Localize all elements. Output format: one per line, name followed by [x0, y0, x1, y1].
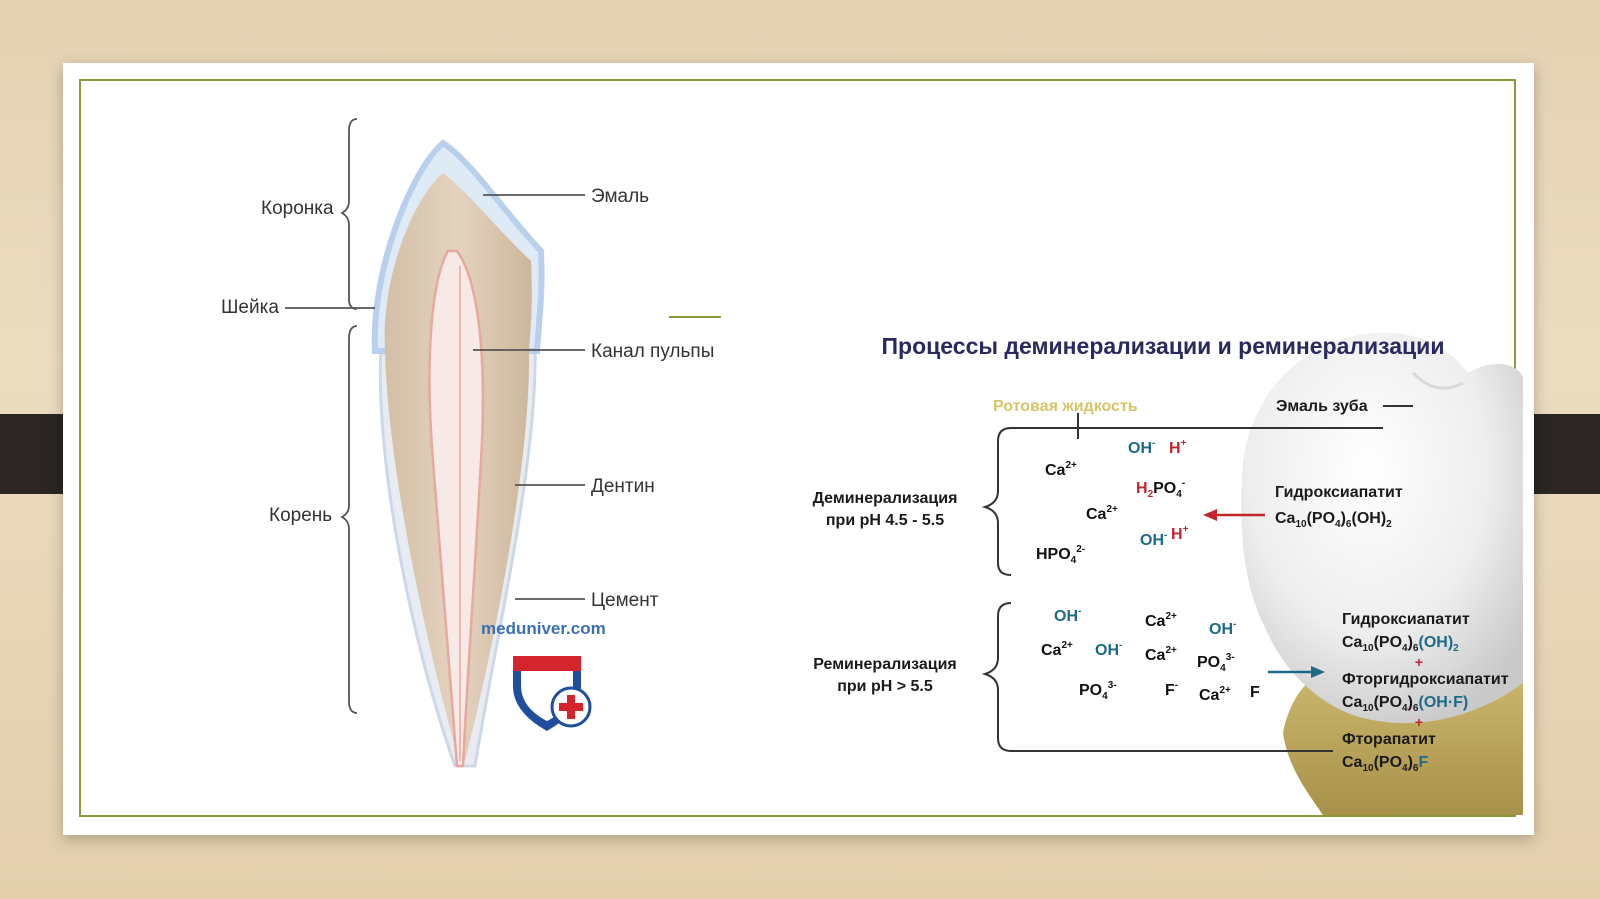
ion-proton: H+	[1171, 524, 1189, 543]
remin-arrow-icon	[1268, 666, 1325, 678]
ion-hydroxide: OH-	[1209, 619, 1236, 638]
root-brace	[340, 325, 358, 714]
plus-sign: +	[1415, 654, 1423, 670]
remin-product: Гидроксиапатит Ca10(PO4)6(OH)2	[1342, 611, 1470, 654]
mineralization-diagram: Процессы деминерализации и реминерализац…	[723, 263, 1523, 815]
label-dentin: Дентин	[591, 476, 655, 497]
mineralization-svg: Процессы деминерализации и реминерализац…	[813, 332, 1523, 815]
ion-proton: H+	[1169, 438, 1187, 457]
remin-product-name: Фторапатит	[1342, 731, 1436, 748]
frame-connector	[669, 316, 721, 318]
label-cement: Цемент	[591, 590, 659, 611]
slide: Коронка Шейка Корень Эмаль Канал пульпы …	[63, 63, 1534, 835]
demin-bracket	[981, 427, 1012, 576]
remin-product-name: Гидроксиапатит	[1342, 611, 1470, 628]
demin-product-name: Гидроксиапатит	[1275, 484, 1403, 501]
demin-label-line2: при pH 4.5 - 5.5	[826, 512, 944, 529]
ion-hydroxide: OH-	[1128, 438, 1155, 457]
shield-logo-icon	[513, 656, 592, 731]
ion-phosphate: PO43-	[1197, 652, 1235, 674]
remin-label-line2: при pH > 5.5	[837, 678, 933, 695]
pulp-canal	[428, 249, 485, 768]
remin-product-formula: Ca10(PO4)6(OH)2	[1342, 634, 1459, 654]
ion-phosphate: PO43-	[1079, 680, 1117, 702]
watermark-site: meduniver.com	[481, 619, 606, 638]
label-neck: Шейка	[221, 297, 279, 318]
tooth-enamel-label: Эмаль зуба	[1276, 398, 1368, 415]
ion-calcium: Ca2+	[1045, 460, 1077, 479]
ion-calcium: Ca2+	[1199, 685, 1231, 704]
ion-calcium: Ca2+	[1041, 640, 1073, 659]
right-dark-tab	[1524, 414, 1600, 494]
ion-hydroxide: OH-	[1140, 530, 1167, 549]
demin-arrow-icon	[1203, 509, 1265, 521]
ion-fluoride: F	[1250, 684, 1260, 701]
remin-bracket	[981, 602, 1012, 752]
remin-product-formula: Ca10(PO4)6(OH·F)	[1342, 694, 1468, 714]
remin-product: Фторгидроксиапатит Ca10(PO4)6(OH·F)	[1342, 671, 1509, 714]
oral-fluid-label: Ротовая жидкость	[993, 398, 1138, 415]
crown-brace	[340, 118, 358, 310]
remin-product-name: Фторгидроксиапатит	[1342, 671, 1509, 688]
label-root: Корень	[269, 505, 332, 526]
tooth-anatomy-diagram: Коронка Шейка Корень Эмаль Канал пульпы …	[143, 101, 723, 771]
tooth-svg: Коронка Шейка Корень Эмаль Канал пульпы …	[221, 118, 714, 768]
ion-calcium: Ca2+	[1086, 504, 1118, 523]
demin-label-line1: Деминерализация	[813, 490, 958, 507]
ion-dihydrogen-phosphate: H2PO4-	[1136, 478, 1185, 500]
demin-product-formula: Ca10(PO4)6(OH)2	[1275, 510, 1392, 530]
remin-label-line1: Реминерализация	[813, 656, 957, 673]
ion-hydrogen-phosphate: HPO42-	[1036, 544, 1085, 566]
label-pulp-canal: Канал пульпы	[591, 341, 714, 362]
ion-calcium: Ca2+	[1145, 645, 1177, 664]
ion-hydroxide: OH-	[1054, 606, 1081, 625]
molar-tooth-image	[1241, 332, 1523, 815]
label-enamel: Эмаль	[591, 186, 649, 207]
ion-calcium: Ca2+	[1145, 611, 1177, 630]
diagram-title: Процессы деминерализации и реминерализац…	[882, 333, 1445, 359]
ion-fluoride: F-	[1165, 680, 1178, 699]
ion-hydroxide: OH-	[1095, 640, 1122, 659]
plus-sign: +	[1415, 714, 1423, 730]
remin-product: Фторапатит Ca10(PO4)6F	[1342, 731, 1436, 774]
remin-product-formula: Ca10(PO4)6F	[1342, 754, 1428, 774]
label-crown: Коронка	[261, 198, 334, 219]
